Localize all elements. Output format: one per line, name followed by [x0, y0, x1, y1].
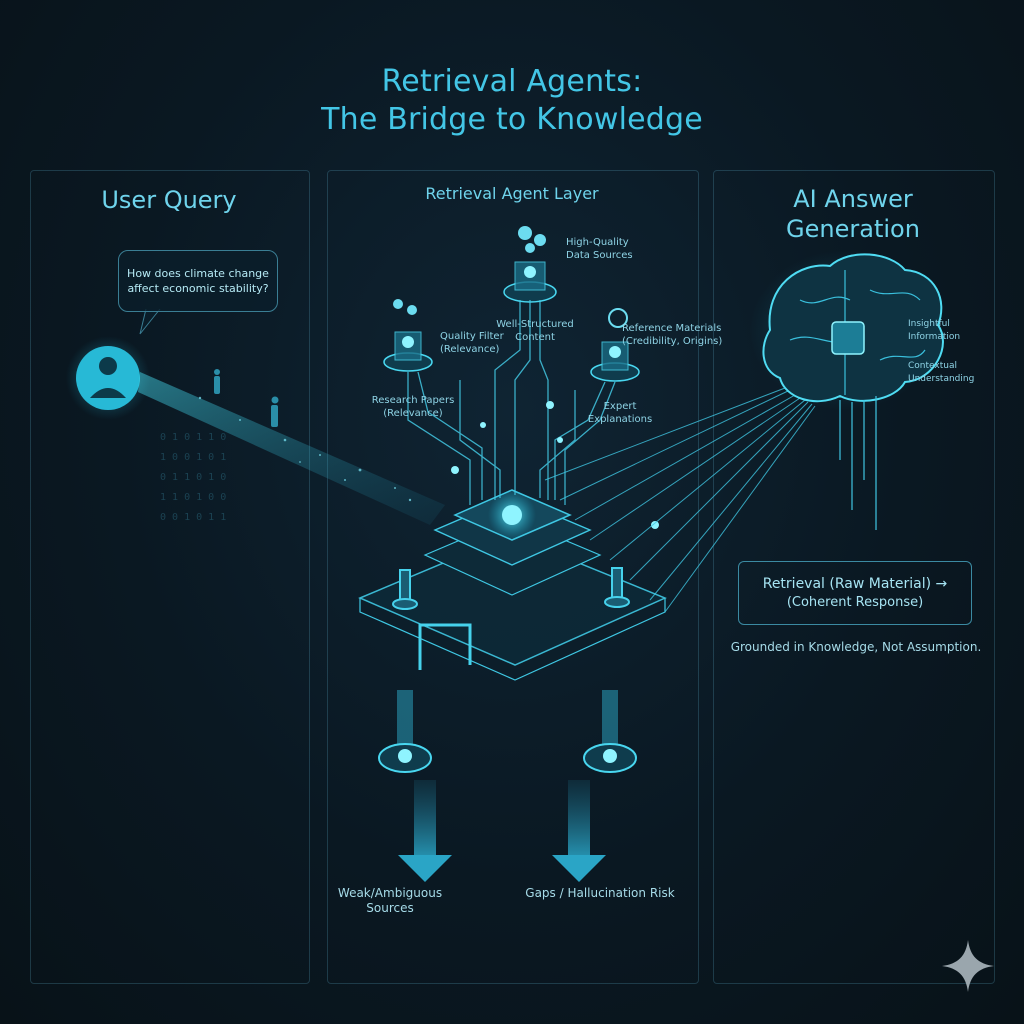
structured-content-label: Well-Structured Content	[495, 318, 575, 344]
sparkle-icon	[942, 940, 994, 992]
weak-line2: Sources	[366, 901, 414, 915]
insightful-info-label: Insightful Information	[908, 318, 960, 344]
research-papers-label: Research Papers (Relevance)	[368, 394, 458, 420]
structured-content-line1: Well-Structured	[496, 319, 574, 330]
svg-text:0 1 1 0 1 0: 0 1 1 0 1 0	[160, 472, 226, 483]
retrieval-box-line2: (Coherent Response)	[786, 595, 924, 610]
beam-particles	[198, 396, 412, 502]
data-columns: 0 1 0 1 1 0 1 0 0 1 0 1 0 1 1 0 1 0 1 1 …	[160, 432, 226, 523]
answer-generation-title: AI Answer Generation	[713, 184, 993, 244]
retrieval-response-box: Retrieval (Raw Material) → (Coherent Res…	[738, 561, 972, 625]
quality-filter-line2: (Relevance)	[440, 344, 500, 355]
user-icon	[66, 336, 150, 420]
query-line1: How does climate change	[127, 267, 269, 280]
connection-nodes	[451, 401, 659, 529]
person-icon	[214, 369, 279, 427]
info-line2: Information	[908, 332, 961, 342]
contextual-understanding-label: Contextual Understanding	[908, 360, 974, 386]
weak-sources-label: Weak/Ambiguous Sources	[335, 886, 445, 916]
source-connections	[407, 300, 616, 505]
brain-icon	[750, 250, 944, 530]
structured-content-line2: Content	[515, 332, 555, 343]
diagram-title-line1: Retrieval Agents:	[381, 64, 643, 99]
platform-bracket	[418, 623, 472, 670]
source-node-top	[503, 226, 557, 303]
svg-text:0 1 0 1 1 0: 0 1 0 1 1 0	[160, 432, 226, 443]
info-line1: Insightful	[908, 319, 950, 329]
quality-filter-line1: Quality Filter	[440, 331, 504, 342]
retrieval-agent-panel	[327, 170, 699, 984]
diagram-title-line2: The Bridge to Knowledge	[321, 102, 703, 137]
query-bubble: How does climate change affect economic …	[118, 250, 278, 312]
answer-generation-panel	[713, 170, 995, 984]
platform-pillars	[392, 567, 630, 610]
query-line2: affect economic stability?	[127, 282, 269, 295]
svg-text:1 0 0 1 0 1: 1 0 0 1 0 1	[160, 452, 226, 463]
answer-title-line1: AI Answer	[793, 185, 913, 213]
core-node	[502, 505, 522, 525]
reference-materials-line1: Reference Materials	[622, 323, 722, 334]
understanding-line1: Contextual	[908, 361, 957, 371]
gaps-label: Gaps / Hallucination Risk	[525, 886, 675, 900]
quality-filter-label: Quality Filter (Relevance)	[440, 330, 504, 356]
svg-text:0 0 1 0 1 1: 0 0 1 0 1 1	[160, 512, 226, 523]
retrieval-box-line1: Retrieval (Raw Material) →	[762, 576, 948, 592]
reference-materials-line2: (Credibility, Origins)	[622, 336, 723, 347]
answer-title-line2: Generation	[786, 215, 920, 243]
high-quality-label: High-Quality Data Sources	[566, 236, 633, 262]
source-node-left	[383, 299, 433, 372]
understanding-line2: Understanding	[908, 374, 975, 384]
expert-line1: Expert	[603, 401, 637, 412]
high-quality-line2: Data Sources	[566, 250, 633, 261]
user-query-panel	[30, 170, 310, 984]
high-quality-line1: High-Quality	[566, 237, 629, 248]
bubble-tail	[139, 308, 161, 335]
retrieval-layer-title: Retrieval Agent Layer	[425, 184, 599, 203]
expert-line2: Explanations	[587, 414, 653, 425]
grounded-caption: Grounded in Knowledge, Not Assumption.	[730, 640, 982, 654]
down-arrow-gaps	[552, 690, 637, 882]
source-node-right	[590, 308, 640, 382]
research-papers-line1: Research Papers	[371, 395, 455, 406]
down-arrow-weak	[378, 690, 452, 882]
user-query-title: User Query	[101, 186, 237, 214]
research-papers-line2: (Relevance)	[383, 408, 443, 419]
reference-materials-label: Reference Materials (Credibility, Origin…	[622, 322, 722, 348]
query-beam	[138, 372, 445, 525]
svg-text:1 1 0 1 0 0: 1 1 0 1 0 0	[160, 492, 226, 503]
expert-explanations-label: Expert Explanations	[580, 400, 660, 426]
core-to-brain-lines	[544, 387, 816, 613]
weak-line1: Weak/Ambiguous	[337, 886, 443, 900]
